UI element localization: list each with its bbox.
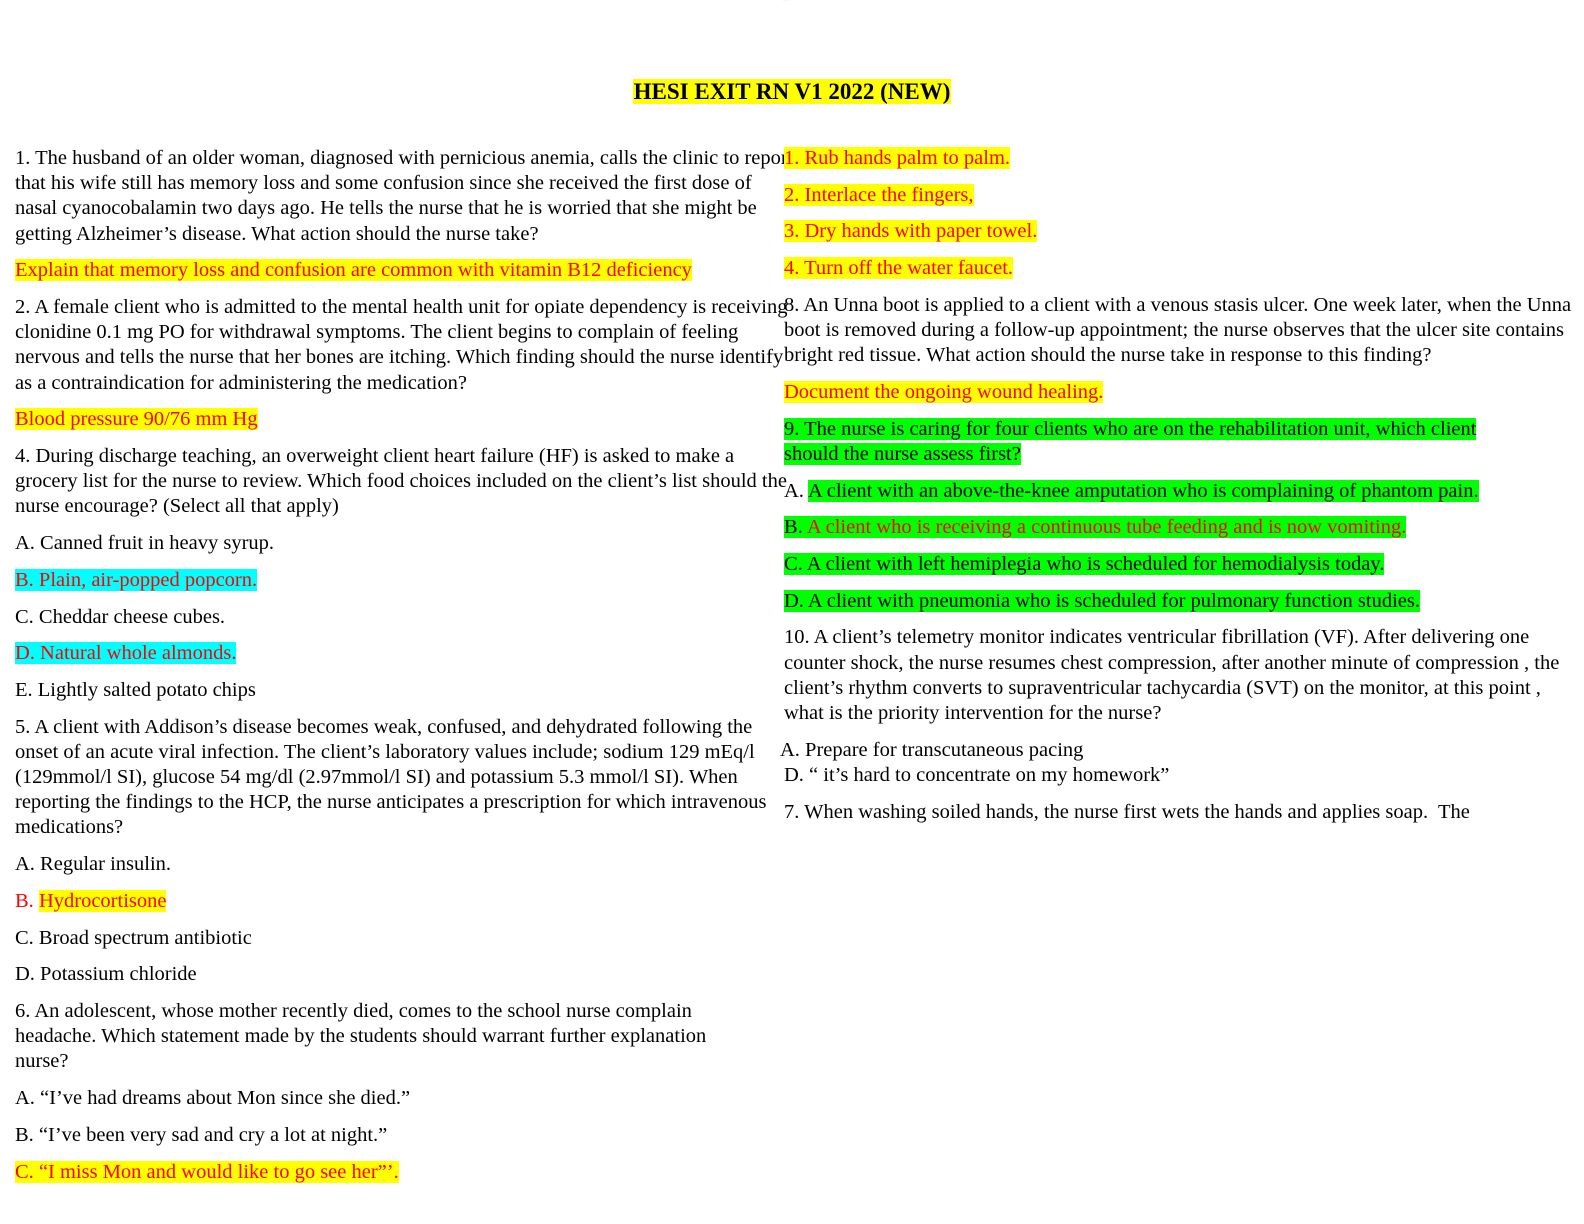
q9-option-c: C. A client with left hemiplegia who is …: [784, 552, 1574, 577]
q9-option-b-letter: B.: [784, 516, 803, 539]
q9-option-a-letter: A.: [784, 479, 804, 502]
q7-step-1: 1. Rub hands palm to palm.: [784, 146, 1574, 171]
q9-option-c-text: C. A client with left hemiplegia who is …: [784, 552, 1385, 575]
q7-step-3-text: 3. Dry hands with paper towel.: [784, 220, 1038, 243]
q9-option-b: B. A client who is receiving a continuou…: [784, 515, 1574, 540]
q5-option-a: A. Regular insulin.: [15, 853, 172, 876]
q4-option-c: C. Cheddar cheese cubes.: [15, 605, 226, 628]
q7-step-4: 4. Turn off the water faucet.: [784, 256, 1574, 281]
q9-option-a: A. A client with an above-the-knee amput…: [784, 479, 1574, 504]
q9-option-b-text: A client who is receiving a continuous t…: [806, 516, 1407, 539]
q7-step-4-text: 4. Turn off the water faucet.: [784, 257, 1014, 280]
q4-option-e: E. Lightly salted potato chips: [15, 678, 256, 701]
q7-step-2-text: 2. Interlace the fingers,: [784, 183, 974, 206]
q4-option-b: B. Plain, air-popped popcorn.: [15, 568, 785, 593]
q5-option-c: C. Broad spectrum antibiotic: [15, 926, 252, 949]
q5-option-b: B. Hydrocortisone: [15, 889, 785, 914]
q8-answer: Document the ongoing wound healing.: [784, 380, 1574, 405]
q2-answer: Blood pressure 90/76 mm Hg: [15, 407, 785, 432]
q1-answer: Explain that memory loss and confusion a…: [15, 258, 785, 283]
q2-question: 2. A female client who is admitted to th…: [15, 296, 788, 394]
q4-option-d: D. Natural whole almonds.: [15, 641, 785, 666]
q1-question: 1. The husband of an older woman, diagno…: [15, 147, 794, 245]
q7-step-2: 2. Interlace the fingers,: [784, 183, 1574, 208]
q9-question-text: 9. The nurse is caring for four clients …: [784, 417, 1477, 465]
q5-option-b-text: Hydrocortisone: [38, 889, 167, 912]
q6-question: 6. An adolescent, whose mother recently …: [15, 999, 707, 1073]
q6-option-b: B. “I’ve been very sad and cry a lot at …: [15, 1123, 388, 1146]
document-title: HESI EXIT RN V1 2022 (NEW): [0, 78, 1584, 106]
q6-option-c-text: C. “I miss Mon and would like to go see …: [15, 1160, 399, 1183]
title-text: HESI EXIT RN V1 2022 (NEW): [632, 79, 952, 104]
q9-option-a-text: A client with an above-the-knee amputati…: [807, 479, 1479, 502]
q5-option-d: D. Potassium chloride: [15, 963, 197, 986]
q8-question: 8. An Unna boot is applied to a client w…: [784, 293, 1572, 367]
q1-answer-text: Explain that memory loss and confusion a…: [15, 259, 692, 282]
q10-option-a: A. Prepare for transcutaneous pacing: [780, 738, 1084, 761]
q6-option-c: C. “I miss Mon and would like to go see …: [15, 1160, 785, 1185]
q8-answer-text: Document the ongoing wound healing.: [784, 380, 1104, 403]
q10-question: 10. A client’s telemetry monitor indicat…: [784, 626, 1560, 724]
q5-option-b-letter: B.: [15, 889, 34, 912]
watermark: · · · · ·: [782, 0, 790, 3]
q9-option-d: D. A client with pneumonia who is schedu…: [784, 589, 1574, 614]
q5-question: 5. A client with Addison’s disease becom…: [15, 715, 767, 839]
q7-step-1-text: 1. Rub hands palm to palm.: [784, 147, 1011, 169]
q9-option-d-text: D. A client with pneumonia who is schedu…: [784, 589, 1420, 612]
q7-stem: 7. When washing soiled hands, the nurse …: [784, 800, 1470, 823]
q10-option-d: D. “ it’s hard to concentrate on my home…: [784, 763, 1170, 786]
right-column: 1. Rub hands palm to palm. 2. Interlace …: [780, 146, 1574, 836]
left-column: 1. The husband of an older woman, diagno…: [15, 146, 793, 1196]
q6-option-a: A. “I’ve had dreams about Mon since she …: [15, 1087, 411, 1110]
q4-option-b-text: B. Plain, air-popped popcorn.: [15, 568, 258, 591]
q2-answer-text: Blood pressure 90/76 mm Hg: [15, 408, 258, 431]
q7-step-3: 3. Dry hands with paper towel.: [784, 219, 1574, 244]
q4-option-d-text: D. Natural whole almonds.: [15, 642, 237, 665]
q4-option-a: A. Canned fruit in heavy syrup.: [15, 532, 275, 555]
q4-question: 4. During discharge teaching, an overwei…: [15, 445, 787, 518]
q9-question: 9. The nurse is caring for four clients …: [784, 417, 1524, 467]
